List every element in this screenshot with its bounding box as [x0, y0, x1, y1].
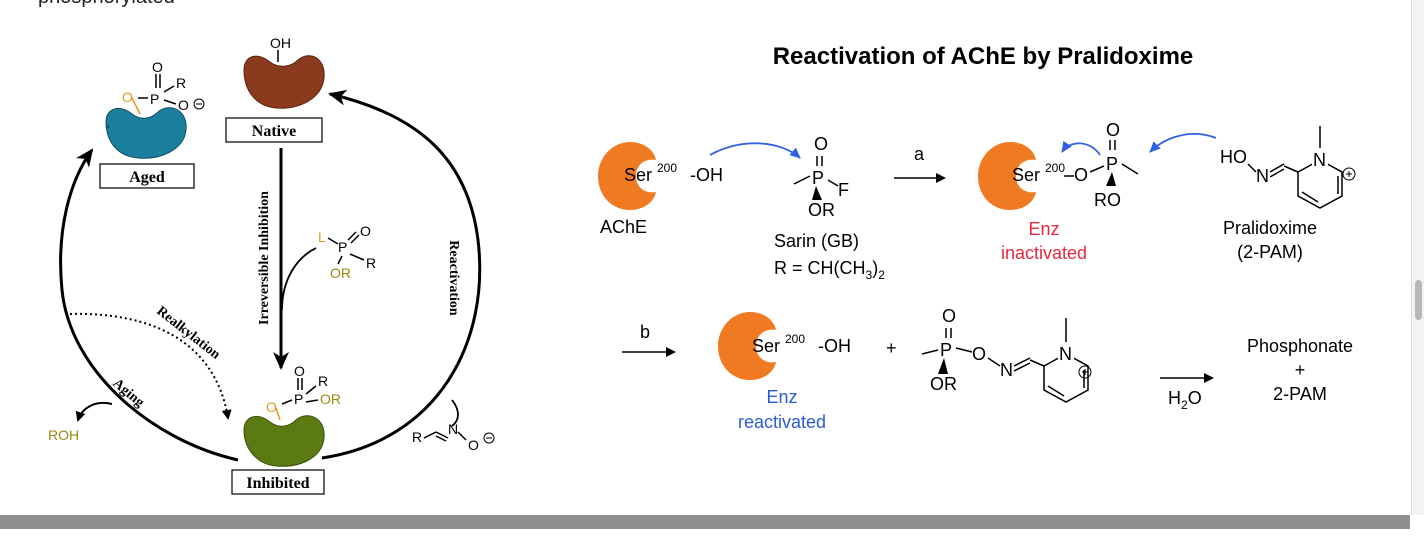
- roh-release-arrow: [75, 402, 113, 422]
- attack-arrow-1: [709, 142, 801, 159]
- pralidoxime-structure: HO N N Pralidoxime (2-PAM): [1220, 126, 1356, 262]
- reactivation-arc: [321, 89, 482, 460]
- realkylation-dotted-arc: [69, 312, 232, 420]
- react-ser: Ser: [752, 336, 780, 356]
- oxime-r: R: [412, 429, 422, 445]
- po-p: P: [940, 340, 952, 360]
- po-n: N: [1000, 360, 1013, 380]
- native-label: Native: [252, 123, 296, 140]
- react-ser-sup: 200: [785, 332, 805, 346]
- ache-label: AChE: [600, 217, 647, 237]
- reactivated-enzyme: Ser 200 -OH Enz reactivated: [718, 312, 851, 432]
- inhibited-o-top: O: [294, 363, 305, 379]
- two-pam-product: 2-PAM: [1273, 384, 1327, 404]
- scrollbar-thumb[interactable]: [1415, 280, 1422, 320]
- sarin-p: P: [812, 168, 824, 188]
- diagram-canvas: OH Native O P O R O: [48, 35, 1356, 495]
- enzyme-cycle: OH Native O P O R O: [48, 35, 495, 495]
- phosphonate-product: Phosphonate: [1247, 336, 1353, 356]
- native-oh-text: OH: [270, 35, 291, 51]
- ache-ser-sup: 200: [657, 161, 677, 175]
- irreversible-inhibition-label: Irreversible Inhibition: [257, 191, 272, 325]
- agent-p: P: [338, 239, 347, 255]
- scheme-title: Reactivation of AChE by Pralidoxime: [773, 43, 1194, 70]
- inact-ser-sup: 200: [1045, 161, 1065, 175]
- agent-o: O: [360, 223, 371, 239]
- aging-arc: [59, 148, 239, 462]
- po-o-top: O: [942, 306, 956, 326]
- sarin-name: Sarin (GB): [774, 231, 859, 251]
- po-n2: N: [1059, 344, 1072, 364]
- pam-n2: N: [1313, 150, 1326, 170]
- inhibited-p: P: [294, 391, 303, 407]
- oxime-o: O: [468, 437, 479, 453]
- arrow-b-label: b: [640, 322, 650, 342]
- organophosphate-agent: L P O R OR: [318, 223, 376, 281]
- inhibited-or: OR: [320, 391, 341, 407]
- pam-n1: N: [1256, 166, 1269, 186]
- inact-o-top: O: [1106, 120, 1120, 140]
- horizontal-divider-bar: [0, 515, 1410, 529]
- po-o: O: [972, 344, 986, 364]
- inact-ser: Ser: [1012, 165, 1040, 185]
- agent-or: OR: [330, 265, 351, 281]
- enz-reactivated-1: Enz: [766, 387, 797, 407]
- inhibited-enzyme: O P O R OR: [243, 363, 341, 467]
- aged-o-minus: O: [178, 97, 189, 113]
- vertical-scrollbar[interactable]: [1411, 0, 1424, 515]
- pam-ho: HO: [1220, 147, 1247, 167]
- agent-r: R: [366, 255, 376, 271]
- reactivation-label: Reactivation: [446, 240, 461, 316]
- agent-l: L: [318, 229, 326, 245]
- po-or: OR: [930, 374, 957, 394]
- inact-p: P: [1106, 154, 1118, 174]
- sarin-structure: O P F OR Sarin (GB) R = CH(CH3)2: [774, 134, 885, 282]
- enz-inactivated-1: Enz: [1028, 219, 1059, 239]
- aged-label: Aged: [129, 169, 165, 186]
- enz-reactivated-2: reactivated: [738, 412, 826, 432]
- sarin-formula: R = CH(CH3)2: [774, 258, 885, 282]
- sarin-o: O: [814, 134, 828, 154]
- pralidoxime-scheme: Reactivation of AChE by Pralidoxime Ser …: [598, 43, 1356, 432]
- realkylation-label: Realkylation: [154, 304, 223, 363]
- back-arrow-blue-1: [1061, 140, 1101, 156]
- inact-o: O: [1074, 165, 1088, 185]
- aged-p: P: [150, 91, 159, 107]
- pralidoxime-abbr: (2-PAM): [1237, 242, 1303, 262]
- plus-sign: +: [886, 338, 897, 358]
- oxime-n: N: [448, 421, 458, 437]
- back-arrow-blue-2: [1149, 133, 1217, 153]
- oxime-entry-curve: [451, 399, 459, 427]
- oxime-reactivator: R N O: [412, 421, 495, 453]
- agent-entry-curve: [281, 247, 317, 311]
- aged-enzyme: O P O R O: [105, 59, 205, 159]
- inhibited-o-link: O: [266, 399, 277, 415]
- ache-enzyme: Ser 200 -OH AChE: [598, 142, 723, 237]
- product-plus: +: [1295, 360, 1306, 380]
- inactivated-enzyme: Ser 200 O P O RO Enz inactivated: [978, 120, 1139, 263]
- ache-ser: Ser: [624, 165, 652, 185]
- phosphonylated-oxime: O P O N OR N: [921, 306, 1092, 403]
- aged-o-top: O: [152, 59, 163, 75]
- pralidoxime-name: Pralidoxime: [1223, 218, 1317, 238]
- roh-product: ROH: [48, 427, 79, 443]
- sarin-f: F: [838, 180, 849, 200]
- cropped-caption-text: phosphorylated: [38, 0, 175, 9]
- ache-oh: -OH: [690, 165, 723, 185]
- react-oh: -OH: [818, 336, 851, 356]
- native-enzyme: OH: [243, 35, 325, 109]
- aged-r: R: [176, 75, 186, 91]
- inact-ro: RO: [1094, 190, 1121, 210]
- arrow-a-label: a: [914, 144, 925, 164]
- inhibited-r: R: [318, 373, 328, 389]
- sarin-or: OR: [808, 200, 835, 220]
- aged-o-link: O: [122, 89, 133, 105]
- enz-inactivated-2: inactivated: [1001, 243, 1087, 263]
- h2o-label: H2O: [1168, 388, 1202, 412]
- inhibited-label: Inhibited: [246, 475, 309, 492]
